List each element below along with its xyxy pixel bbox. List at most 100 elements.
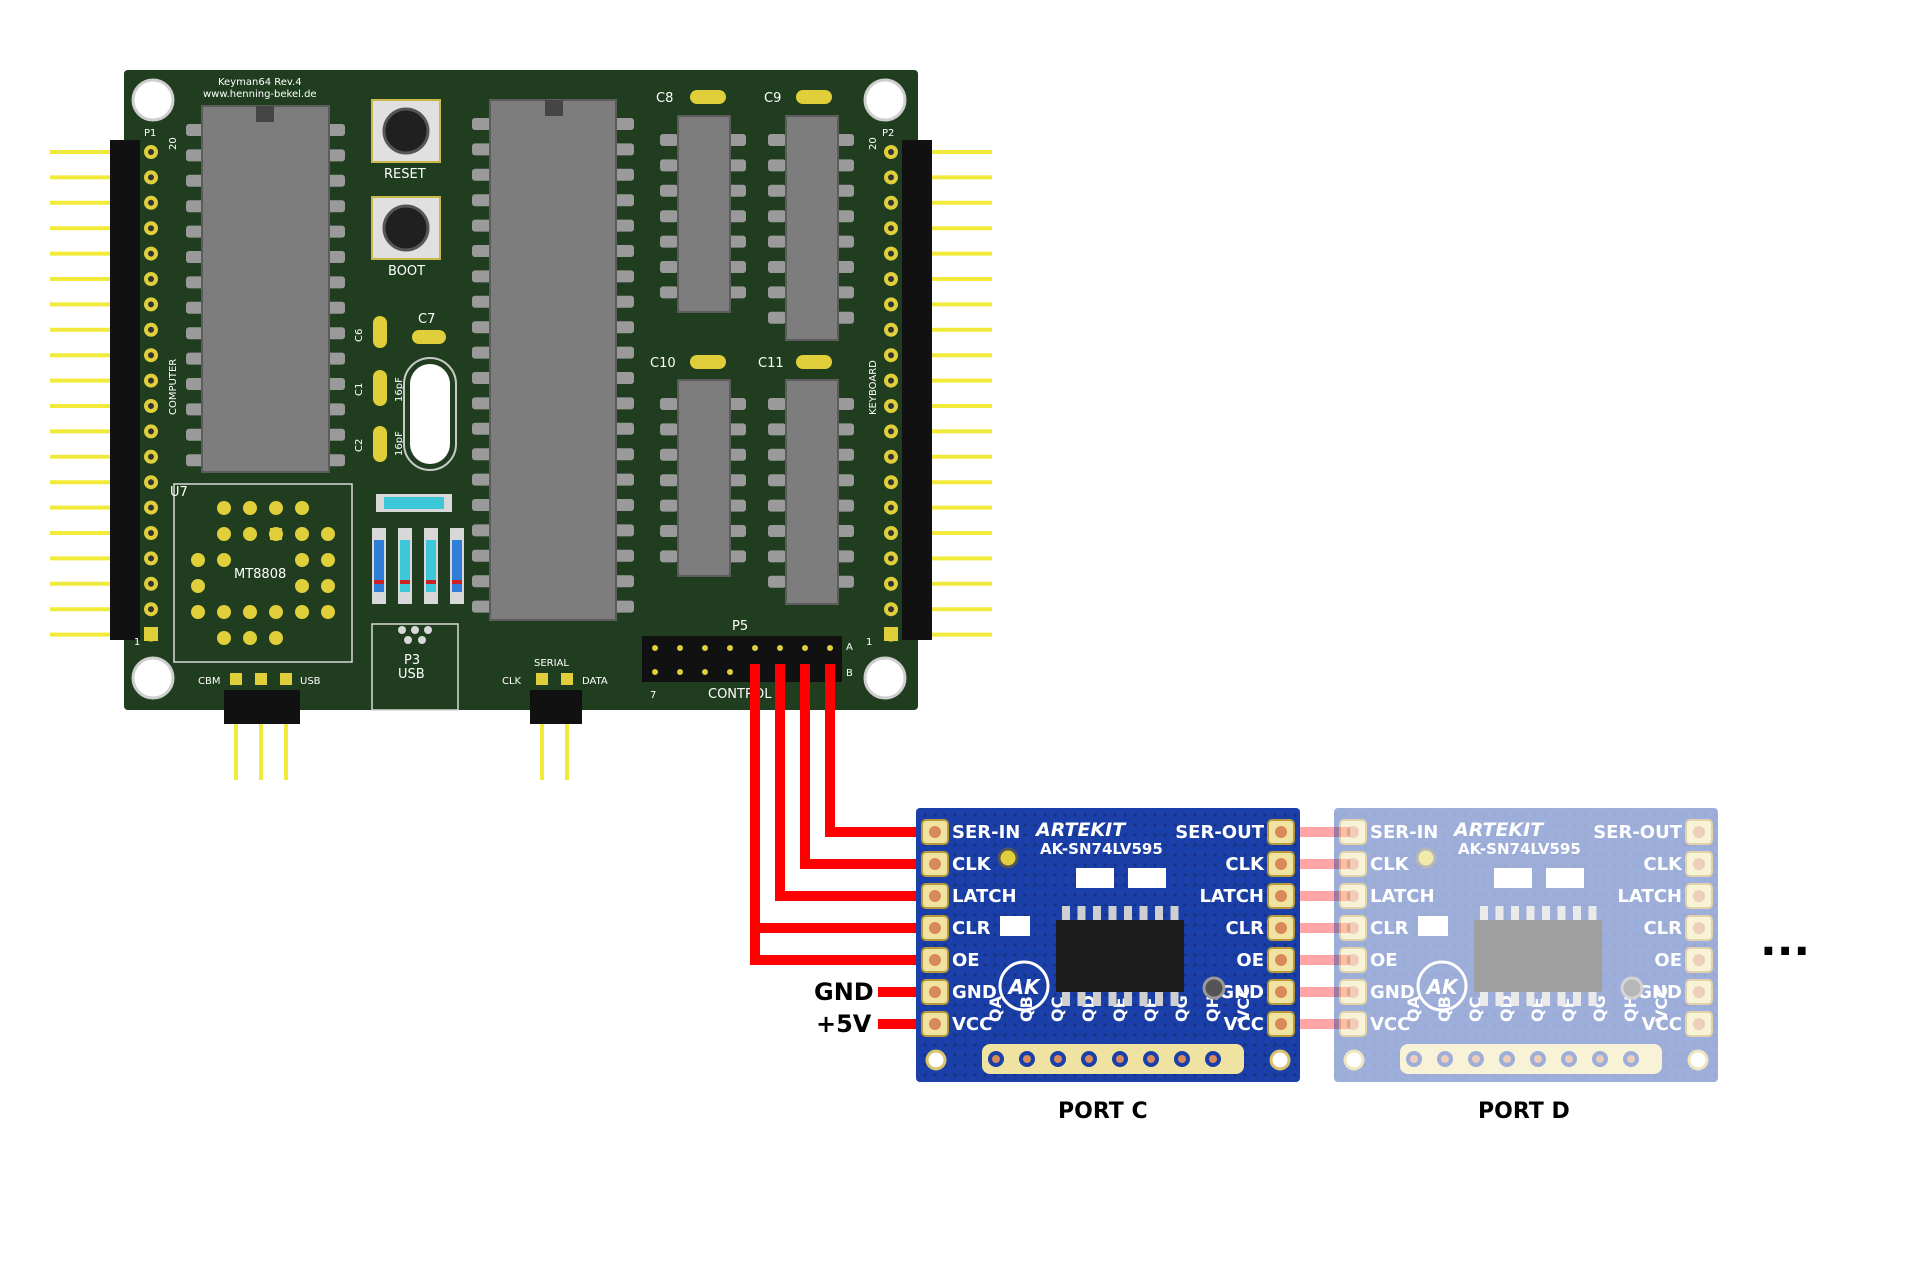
svg-text:C10: C10 (650, 356, 676, 371)
ic-pin (472, 524, 494, 537)
pad (321, 579, 335, 593)
module-right-pin-label: OE (1654, 950, 1682, 971)
p2-label: P2 (882, 128, 894, 139)
ic-pin (472, 118, 494, 130)
module-chip (1474, 920, 1602, 992)
left-header-pins (50, 150, 112, 637)
ic-pin (836, 159, 854, 172)
svg-text:C7: C7 (418, 312, 435, 327)
ic-pin (836, 474, 854, 487)
ic-pin (612, 549, 634, 562)
ic-pin (768, 311, 786, 324)
module-pin (1685, 819, 1713, 845)
module-pin (1339, 979, 1367, 1005)
module-left-pin-label: VCC (1370, 1014, 1410, 1035)
cap-c8: C8 (656, 90, 726, 106)
logic-ic (785, 115, 839, 341)
pad (191, 553, 205, 567)
pad (243, 501, 257, 515)
p5-pin (652, 669, 658, 675)
ic-pin (660, 474, 678, 487)
ic-pin (768, 448, 786, 461)
module-pin (1685, 979, 1713, 1005)
p2-header-block (902, 140, 932, 640)
ic-pin (660, 134, 678, 146)
p2-pads (884, 145, 898, 642)
module-bottom-pin-label: QA (1404, 995, 1423, 1022)
module-bottom-header (1400, 1044, 1662, 1074)
svg-text:C2: C2 (354, 439, 365, 452)
ic-pin (836, 286, 854, 299)
module-left-pin-label: SER-IN (1370, 822, 1438, 843)
ic-pin (768, 575, 786, 588)
control-wires (750, 664, 940, 965)
p5-pin (702, 645, 708, 651)
ic-pin (612, 143, 634, 156)
ic-pin (612, 600, 634, 613)
module-right-pin-label: OE (1236, 950, 1264, 971)
module-right-pin-label: CLK (1225, 854, 1265, 875)
ic-pin (612, 321, 634, 334)
p5-row-a: A (846, 642, 853, 653)
module-left-pin-label: OE (1370, 950, 1398, 971)
ic-pin (612, 270, 634, 283)
reset-button[interactable]: RESET (371, 99, 441, 182)
crystal (403, 357, 457, 471)
ic-pin (836, 398, 854, 410)
module-resistor (1494, 868, 1532, 888)
cap-c6: C6 (354, 316, 387, 348)
ic-pin (728, 398, 746, 410)
ic-pin (612, 448, 634, 461)
module-pin (1685, 883, 1713, 909)
module-pin (1685, 1011, 1713, 1037)
module-capacitor (1418, 916, 1448, 936)
svg-text:C9: C9 (764, 91, 781, 106)
vcc-label: +5V (816, 1010, 872, 1038)
ic-pin (768, 398, 786, 410)
module-right-pin-label: VCC (1642, 1014, 1682, 1035)
boot-button[interactable]: BOOT (371, 196, 441, 279)
module-bottom-pin-label: QH (1621, 995, 1640, 1022)
module-bottom-pin-label: QB (1435, 996, 1454, 1022)
pad (217, 605, 231, 619)
p5-row-b: B (846, 668, 853, 679)
module-part: AK-SN74LV595 (1458, 840, 1581, 858)
module-resistor (1128, 868, 1166, 888)
cbm-label: CBM (198, 676, 220, 687)
mount-hole (863, 656, 907, 700)
module-right-pin-label: LATCH (1199, 886, 1264, 907)
pad (321, 605, 335, 619)
p3-usb-label: USB (398, 667, 425, 682)
module-right-pin-label: GND (1637, 982, 1682, 1003)
ic-pin (612, 295, 634, 308)
ic-pin (612, 473, 634, 486)
module-left-pin-label: CLR (1370, 918, 1409, 939)
ic-pin (768, 210, 786, 223)
module-left-pin-label: LATCH (952, 886, 1017, 907)
module-left-pin-label: GND (952, 982, 997, 1003)
ic-pin (612, 499, 634, 511)
ic-pin (768, 235, 786, 248)
port-d-label: PORT D (1478, 1099, 1570, 1124)
ic-pin (472, 600, 494, 613)
ic-pin (660, 261, 678, 273)
shift-register-module-port-c: ARTEKITAK-SN74LV595SER-INCLKLATCHCLROEGN… (916, 808, 1300, 1082)
ic-pin (728, 184, 746, 197)
cap-c7: C7 (412, 312, 446, 344)
ic-pin (836, 235, 854, 248)
pad (243, 605, 257, 619)
module-right-pin-label: CLR (1225, 918, 1264, 939)
ic-pin (728, 159, 746, 172)
ic-pin (472, 422, 494, 435)
ic-pin (836, 448, 854, 461)
svg-text:C1: C1 (354, 383, 365, 396)
ic-pin (472, 219, 494, 232)
ic-pin (660, 550, 678, 563)
module-left-pin-label: CLK (1370, 854, 1410, 875)
ic-pin (836, 423, 854, 436)
pad (191, 579, 205, 593)
ic-pin (728, 134, 746, 146)
module-right-pin-label: SER-OUT (1175, 822, 1265, 843)
ic-pin (660, 159, 678, 172)
pad (269, 631, 283, 645)
